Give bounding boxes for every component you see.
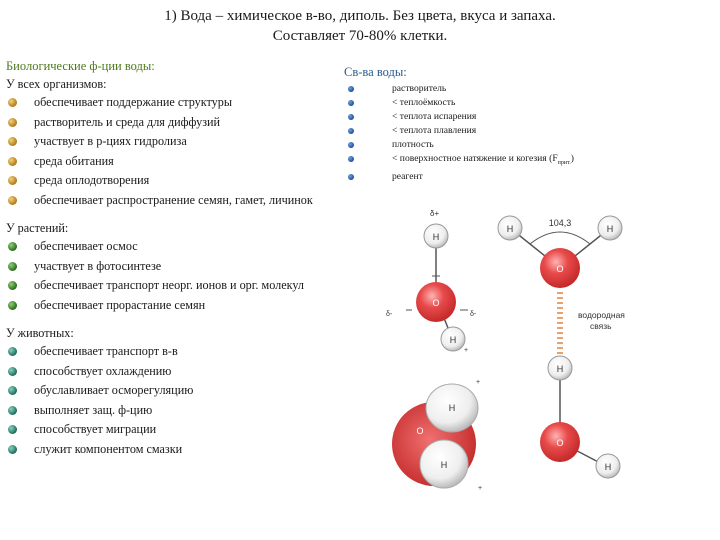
oxygen-symbol: O bbox=[556, 438, 563, 448]
bullet-icon bbox=[8, 195, 17, 205]
bullet-icon bbox=[348, 173, 354, 180]
list-item: обеспечивает поддержание структуры bbox=[6, 95, 316, 111]
molecule-angle-right: 104,3 H H O bbox=[497, 215, 623, 288]
water-properties-panel: Св-ва воды: растворитель < теплоёмкость … bbox=[344, 64, 704, 184]
delta-minus-label: δ- bbox=[470, 311, 477, 318]
list-item: плотность bbox=[344, 138, 704, 152]
list-item: среда оплодотворения bbox=[6, 173, 316, 189]
hydrogen-atom bbox=[497, 215, 523, 241]
bullet-icon bbox=[8, 156, 17, 166]
list-item: растворитель bbox=[344, 82, 704, 96]
title-line-2: Составляет 70-80% клетки. bbox=[272, 28, 448, 44]
hydrogen-bond: водородная связь bbox=[557, 292, 625, 356]
title-line-1: 1) Вода – химическое в-во, диполь. Без ц… bbox=[164, 8, 556, 24]
angle-label: 104,3 bbox=[549, 218, 572, 228]
hydrogen-atom bbox=[547, 355, 573, 381]
list-item: способствует охлаждению bbox=[6, 364, 316, 380]
delta-plus-label: δ+ bbox=[430, 209, 439, 218]
hydrogen-atom bbox=[595, 453, 621, 479]
list-item: < поверхностное натяжение и когезия (Fпр… bbox=[344, 152, 704, 170]
oxygen-symbol: O bbox=[416, 426, 423, 436]
hydrogen-symbol: H bbox=[449, 403, 456, 413]
bullet-icon bbox=[8, 281, 17, 290]
list-item: < теплота плавления bbox=[344, 124, 704, 138]
hydrogen-symbol: H bbox=[605, 462, 612, 472]
hydrogen-atom bbox=[597, 215, 623, 241]
molecule-stick-left: H δ+ O δ- δ- H + bbox=[386, 209, 477, 354]
list-item: обеспечивает прорастание семян bbox=[6, 298, 316, 314]
oxygen-symbol: O bbox=[556, 264, 563, 274]
list-item: обеспечивает осмос bbox=[6, 239, 316, 255]
oxygen-atom bbox=[540, 422, 580, 462]
hydrogen-atom bbox=[440, 326, 466, 352]
oxygen-atom bbox=[416, 282, 456, 322]
bullet-icon bbox=[8, 347, 17, 356]
bullet-icon bbox=[8, 425, 17, 434]
bullet-icon bbox=[8, 300, 17, 310]
list-item: обеспечивает транспорт в-в bbox=[6, 344, 316, 360]
list-item: < теплота испарения bbox=[344, 110, 704, 124]
molecule-space-filling: O H H + + bbox=[392, 379, 482, 492]
hydrogen-symbol: H bbox=[507, 224, 514, 234]
bullet-icon bbox=[8, 444, 17, 454]
bullet-icon bbox=[348, 142, 354, 148]
slide-title: 1) Вода – химическое в-во, диполь. Без ц… bbox=[0, 6, 720, 46]
list-properties: растворитель < теплоёмкость < теплота ис… bbox=[344, 82, 704, 184]
bullet-icon bbox=[8, 386, 17, 395]
bullet-icon bbox=[8, 137, 17, 146]
bullet-icon bbox=[8, 176, 17, 185]
plus-label: + bbox=[478, 485, 482, 492]
list-item: выполняет защ. ф-цию bbox=[6, 403, 316, 419]
hydrogen-symbol: H bbox=[433, 232, 440, 242]
hydrogen-symbol: H bbox=[441, 460, 448, 470]
hydrogen-atom bbox=[423, 223, 449, 249]
molecule-vertical-right: H O H bbox=[540, 355, 621, 479]
bullet-icon bbox=[348, 86, 354, 92]
bullet-icon bbox=[348, 100, 354, 106]
list-item: участвует в фотосинтезе bbox=[6, 259, 316, 275]
oxygen-atom bbox=[540, 248, 580, 288]
bullet-icon bbox=[348, 156, 354, 162]
bio-functions-panel: Биологические ф-ции воды: У всех организ… bbox=[6, 58, 316, 461]
list-item: среда обитания bbox=[6, 154, 316, 170]
list-item: обеспечивает распространение семян, гаме… bbox=[6, 193, 316, 209]
hydrogen-symbol: H bbox=[607, 224, 614, 234]
angle-arc bbox=[529, 231, 591, 245]
plus-label: + bbox=[476, 379, 480, 386]
hydrogen-bond-label: связь bbox=[590, 321, 612, 331]
group-label-all: У всех организмов: bbox=[6, 77, 107, 91]
bullet-icon bbox=[8, 366, 17, 376]
water-properties-heading: Св-ва воды: bbox=[344, 65, 407, 79]
list-plants: обеспечивает осмос участвует в фотосинте… bbox=[6, 239, 316, 313]
group-label-plants: У растений: bbox=[6, 221, 69, 235]
list-item: служит компонентом смазки bbox=[6, 442, 316, 458]
delta-minus-label: δ- bbox=[386, 311, 393, 318]
group-label-animals: У животных: bbox=[6, 326, 74, 340]
bio-functions-heading: Биологические ф-ции воды: bbox=[6, 59, 155, 73]
oxygen-symbol: O bbox=[432, 298, 439, 308]
bullet-icon bbox=[348, 114, 354, 120]
bullet-icon bbox=[8, 261, 17, 271]
hydrogen-symbol: H bbox=[450, 335, 457, 345]
list-item: обуславливает осморегуляцию bbox=[6, 383, 316, 399]
bullet-icon bbox=[8, 117, 17, 127]
hydrogen-bond-label: водородная bbox=[578, 310, 625, 320]
bullet-icon bbox=[8, 405, 17, 415]
hydrogen-atom bbox=[425, 383, 479, 433]
plus-label: + bbox=[464, 347, 468, 354]
list-item: участвует в р-циях гидролиза bbox=[6, 134, 316, 150]
list-item: способствует миграции bbox=[6, 422, 316, 438]
hydrogen-atom bbox=[419, 439, 469, 489]
bullet-icon bbox=[348, 128, 354, 134]
list-item: < теплоёмкость bbox=[344, 96, 704, 110]
water-molecule-diagram: H δ+ O δ- δ- H + 104,3 H H O водородная … bbox=[386, 209, 625, 492]
list-item: растворитель и среда для диффузий bbox=[6, 115, 316, 131]
hydrogen-symbol: H bbox=[557, 364, 564, 374]
list-animals: обеспечивает транспорт в-в способствует … bbox=[6, 344, 316, 457]
list-all-organisms: обеспечивает поддержание структуры раств… bbox=[6, 95, 316, 208]
bullet-icon bbox=[8, 98, 17, 107]
bullet-icon bbox=[8, 242, 17, 251]
list-item: реагент bbox=[344, 170, 704, 184]
list-item: обеспечивает транспорт неорг. ионов и ор… bbox=[6, 278, 316, 294]
